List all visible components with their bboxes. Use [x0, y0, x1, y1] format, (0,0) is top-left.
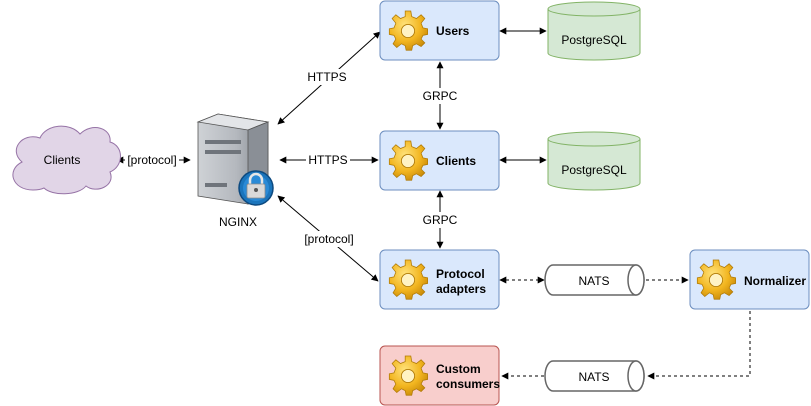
edge-label-users-clients: GRPC [423, 89, 458, 103]
gear-icon [388, 10, 429, 51]
postgres-users-node: PostgreSQL [547, 1, 641, 61]
nats-top-label: NATS [578, 274, 609, 288]
protocol-adapters-label-line2: adapters [436, 282, 486, 296]
edge-normalizer-nats [647, 311, 751, 380]
normalizer-node: Normalizer [689, 249, 810, 310]
custom-consumers-label-line1: Custom [436, 362, 481, 376]
gear-icon [388, 259, 429, 300]
gear-icon [696, 259, 737, 300]
nginx-node: NGINX [196, 113, 274, 229]
postgres-users-label: PostgreSQL [561, 33, 627, 47]
clients-service-node: Clients [379, 130, 500, 191]
edge-labels: [protocol] HTTPS HTTPS [protocol] GRPC G… [125, 69, 459, 247]
edges [116, 27, 751, 380]
protocol-adapters-label-line1: Protocol [436, 267, 485, 281]
postgres-clients-node: PostgreSQL [547, 131, 641, 191]
custom-consumers-node: Custom consumers [379, 345, 500, 406]
clients-service-label: Clients [436, 154, 476, 168]
edge-label-nginx-clients: HTTPS [308, 153, 347, 167]
users-service-label: Users [436, 24, 470, 38]
custom-consumers-label-line2: consumers [436, 377, 500, 391]
edge-label-nginx-adapters: [protocol] [304, 232, 353, 246]
cloud-shape [12, 125, 121, 195]
nats-top-queue: NATS [544, 264, 645, 296]
edge-label-clients-adapters: GRPC [423, 213, 458, 227]
clients-cloud-node: Clients [12, 125, 121, 195]
protocol-adapters-node: Protocol adapters [379, 249, 500, 310]
edge-label-nginx-users: HTTPS [307, 70, 346, 84]
nats-bottom-label: NATS [578, 370, 609, 384]
postgres-clients-label: PostgreSQL [561, 163, 627, 177]
users-service-node: Users [379, 0, 500, 61]
gear-icon [388, 140, 429, 181]
normalizer-label: Normalizer [744, 274, 806, 288]
nats-bottom-queue: NATS [544, 360, 645, 392]
edge-label-cloud-nginx: [protocol] [127, 153, 176, 167]
clients-cloud-label: Clients [44, 153, 81, 167]
nginx-label: NGINX [219, 215, 257, 229]
gear-icon [388, 355, 429, 396]
lock-icon [238, 170, 274, 206]
